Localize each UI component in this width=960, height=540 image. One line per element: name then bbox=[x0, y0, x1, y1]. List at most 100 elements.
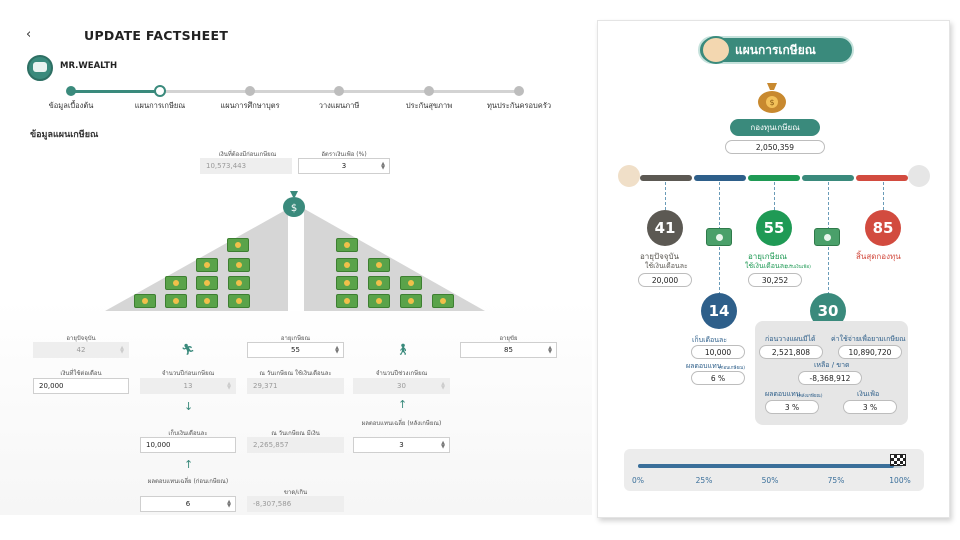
have-at-retire-label: ณ วันเกษียณ มีเงิน bbox=[271, 430, 320, 437]
money-stack-icon bbox=[165, 294, 187, 308]
inflation-spinner-icon[interactable]: ▲▼ bbox=[381, 161, 385, 171]
years-save-circle: 14 bbox=[701, 293, 737, 329]
timeline-segment-end bbox=[856, 175, 908, 181]
years-after-field: 30 ▲▼ bbox=[353, 378, 450, 394]
return-after-input[interactable]: 3 ▲▼ bbox=[353, 437, 450, 453]
life-age-spinner-icon[interactable]: ▲▼ bbox=[548, 345, 552, 355]
inflation-summary-label: เงินเฟ้อ bbox=[857, 390, 880, 398]
right-slope bbox=[301, 207, 485, 311]
cash-bill-icon bbox=[814, 228, 840, 246]
progress-tick-75: 75% bbox=[827, 476, 845, 485]
retire-age-input[interactable]: 55 ▲▼ bbox=[247, 342, 344, 358]
retirement-plan-summary-card: แผนการเกษียณ $ กองทุนเกษียณ 2,050,359 41… bbox=[597, 20, 950, 518]
return-after-spinner-icon[interactable]: ▲▼ bbox=[441, 440, 445, 450]
age-now-circle: 41 bbox=[647, 210, 683, 246]
background-shade bbox=[0, 300, 592, 515]
return-after-retire-label: ผลตอบแทน bbox=[765, 390, 801, 398]
step-label-health[interactable]: ประกันสุขภาพ bbox=[405, 101, 453, 110]
return-after-label: ผลตอบแทนเฉลี่ย (หลังเกษียณ) bbox=[361, 420, 442, 427]
money-stack-icon bbox=[165, 276, 187, 290]
plan-title: แผนการเกษียณ bbox=[735, 43, 816, 57]
monthly-spend-input[interactable]: 20,000 bbox=[33, 378, 129, 394]
age-retire-label: อายุเกษียณ bbox=[748, 252, 787, 261]
step-label-education[interactable]: แผนการศึกษาบุตร bbox=[220, 101, 280, 110]
progress-track bbox=[638, 464, 902, 468]
walking-person-icon: 🏃︎ bbox=[181, 343, 195, 356]
money-stack-icon bbox=[400, 294, 422, 308]
timeline-segment-retire bbox=[748, 175, 800, 181]
shortfall-field: -8,307,586 bbox=[247, 496, 344, 512]
step-label-retirement[interactable]: แผนการเกษียณ bbox=[134, 101, 186, 110]
spend-at-retire-label: ณ วันเกษียณ ใช้เงินเดือนละ bbox=[259, 370, 332, 377]
years-after-label: จำนวนปีช่วงเกษียณ bbox=[375, 370, 428, 377]
current-age-field: 42 ▲▼ bbox=[33, 342, 129, 358]
step-label-basic-info[interactable]: ข้อมูลเบื้องต้น bbox=[48, 101, 94, 110]
money-stack-icon bbox=[336, 276, 358, 290]
money-bag-icon: $ bbox=[283, 191, 305, 217]
retirement-expense-value: 10,890,720 bbox=[838, 345, 902, 359]
retirement-expense-label: ค่าใช้จ่ายเพื่อยามเกษียณ bbox=[831, 335, 906, 343]
life-age-input[interactable]: 85 ▲▼ bbox=[460, 342, 557, 358]
fund-money-bag-icon: $ bbox=[758, 83, 786, 113]
money-stack-icon bbox=[336, 294, 358, 308]
money-stack-icon bbox=[368, 258, 390, 272]
money-stack-icon bbox=[336, 258, 358, 272]
years-before-field: 13 ▲▼ bbox=[140, 378, 236, 394]
couple-avatar-icon bbox=[618, 165, 640, 187]
money-stack-icon bbox=[227, 238, 249, 252]
elderly-avatar-icon bbox=[701, 36, 731, 64]
money-stack-icon bbox=[228, 258, 250, 272]
timeline-segment-now bbox=[640, 175, 692, 181]
current-age-spinner-icon: ▲▼ bbox=[120, 345, 124, 355]
money-stack-icon bbox=[336, 238, 358, 252]
return-before-value: 6 bbox=[185, 500, 191, 508]
arrow-up-icon: ↑ bbox=[398, 398, 408, 411]
step-dot-retirement[interactable] bbox=[154, 85, 166, 97]
money-stack-icon bbox=[432, 294, 454, 308]
step-label-family[interactable]: ทุนประกันครอบครัว bbox=[486, 101, 552, 110]
fund-label: กองทุนเกษียณ bbox=[730, 119, 820, 136]
step-dot-education[interactable] bbox=[245, 86, 255, 96]
retire-age-spinner-icon[interactable]: ▲▼ bbox=[335, 345, 339, 355]
age-retire-sub-label: ใช้เงินเดือนละ bbox=[745, 262, 788, 270]
inflation-summary-value: 3 % bbox=[843, 400, 897, 414]
step-dot-tax[interactable] bbox=[334, 86, 344, 96]
step-dot-basic-info[interactable] bbox=[66, 86, 76, 96]
inflation-label: อัตราเงินเฟ้อ (%) bbox=[321, 151, 367, 158]
timeline-segment-saving bbox=[694, 175, 746, 181]
years-after-spinner-icon: ▲▼ bbox=[441, 381, 445, 391]
years-before-label: จำนวนปีก่อนเกษียณ bbox=[161, 370, 215, 377]
before-plan-value: 2,521,808 bbox=[759, 345, 823, 359]
return-before-spinner-icon[interactable]: ▲▼ bbox=[227, 499, 231, 509]
money-stack-icon bbox=[228, 276, 250, 290]
inflation-input[interactable]: 3 ▲▼ bbox=[298, 158, 390, 174]
age-now-label: อายุปัจจุบัน bbox=[640, 252, 679, 261]
age-end-label: สิ้นสุดกองทุน bbox=[856, 252, 901, 261]
age-end-circle: 85 bbox=[865, 210, 901, 246]
arrow-up-icon: ↑ bbox=[184, 458, 194, 471]
timeline-connector bbox=[883, 182, 884, 210]
stepper-track bbox=[70, 90, 520, 93]
money-stack-icon bbox=[400, 276, 422, 290]
return-before-label: ผลตอบแทนเฉลี่ย (ก่อนเกษียณ) bbox=[147, 478, 229, 485]
progress-fill bbox=[638, 464, 895, 468]
step-label-tax[interactable]: วางแผนภาษี bbox=[318, 101, 360, 110]
return-before-retire-value: 6 % bbox=[691, 371, 745, 385]
step-dot-family[interactable] bbox=[514, 86, 524, 96]
back-arrow-icon[interactable]: ‹ bbox=[26, 27, 32, 42]
return-after-retire-value: 3 % bbox=[765, 400, 819, 414]
cash-bill-icon bbox=[706, 228, 732, 246]
progress-card bbox=[624, 449, 924, 491]
return-before-input[interactable]: 6 ▲▼ bbox=[140, 496, 236, 512]
money-stack-icon bbox=[196, 276, 218, 290]
have-at-retire-field: 2,265,857 bbox=[247, 437, 344, 453]
elderly-person-icon: 🚶︎ bbox=[396, 343, 410, 356]
needed-amount-label: เงินที่ต้องมีก่อนเกษียณ bbox=[218, 151, 277, 158]
money-stack-icon bbox=[196, 294, 218, 308]
brand-name: MR.WEALTH bbox=[60, 61, 118, 71]
timeline-connector bbox=[774, 182, 775, 210]
save-input[interactable]: 10,000 bbox=[140, 437, 236, 453]
step-dot-health[interactable] bbox=[424, 86, 434, 96]
elderly-couple-avatar-icon bbox=[908, 165, 930, 187]
return-before-retire-label: ผลตอบแทน bbox=[686, 362, 722, 370]
